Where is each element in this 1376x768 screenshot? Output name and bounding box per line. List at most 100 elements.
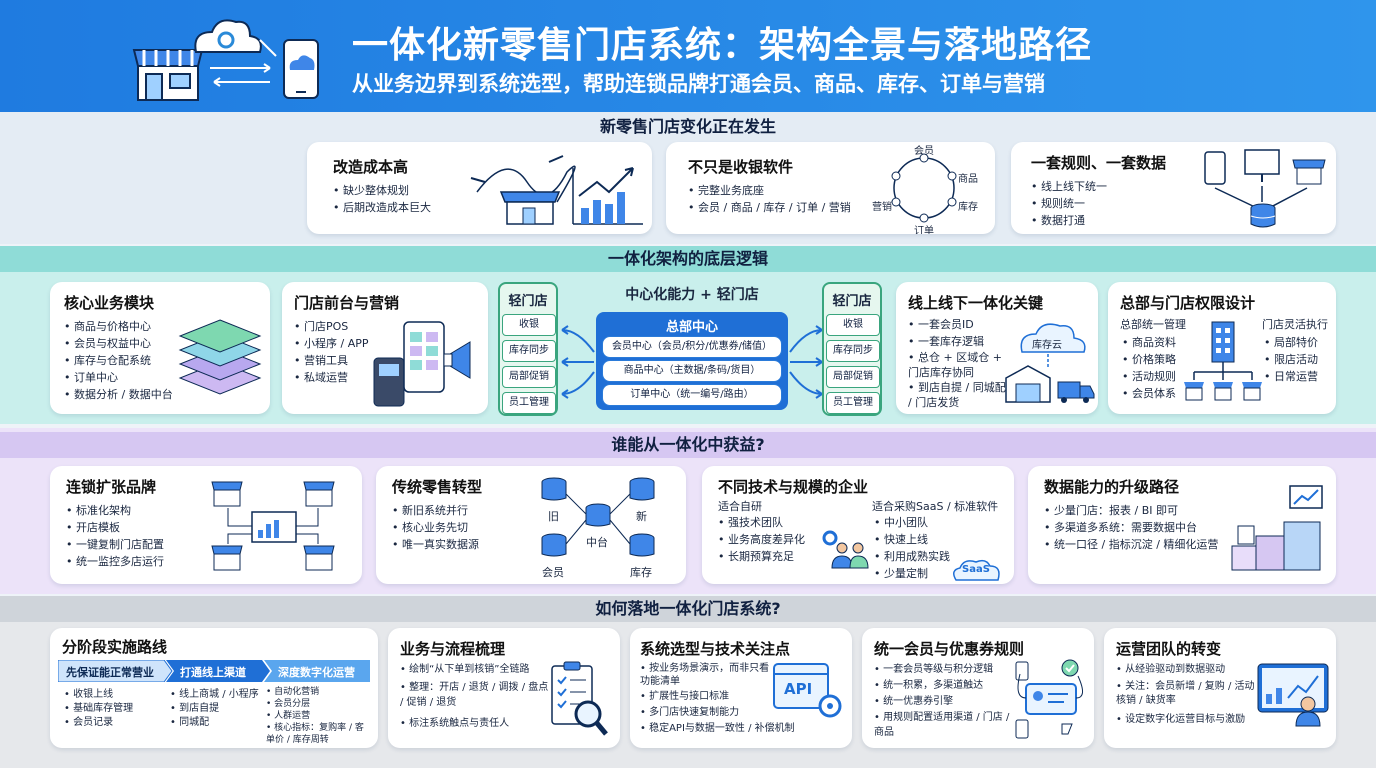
section-title: 一体化架构的底层逻辑 [0, 246, 1376, 272]
ring-label: 营销 [872, 202, 892, 213]
module-ring: 会员 商品 库存 订单 营销 [866, 142, 991, 234]
dashboard-person-icon [1256, 658, 1332, 728]
devices-database-icon [1197, 146, 1331, 230]
db-label: 中台 [586, 536, 608, 549]
ring-label: 库存 [958, 202, 978, 213]
list-item: 价格策略 [1122, 351, 1176, 368]
list-item: 收银上线 [64, 688, 133, 702]
section-title: 新零售门店变化正在发生 [599, 117, 776, 136]
store-item: 局部促销 [502, 366, 556, 388]
member-card-icon [1012, 658, 1090, 744]
store-flex-label: 门店灵活执行 [1262, 318, 1328, 331]
list-item: • 扩展性与接口标准 [640, 691, 730, 702]
list-item: 一套库存逻辑 [908, 333, 984, 350]
ring-label: 会员 [914, 146, 934, 157]
migration-databases-icon: 旧 中台 新 会员 库存 [526, 474, 682, 582]
db-label: 旧 [548, 510, 559, 523]
list-item: 开店模板 [66, 519, 164, 536]
list-item: 标准化架构 [66, 502, 164, 519]
list-item: 完整业务底座 [688, 182, 851, 199]
cloud-gear-icon [194, 19, 262, 53]
list-item: 会员体系 [1122, 385, 1176, 402]
center-architecture: 轻门店 收银 库存同步 局部促销 员工管理 中心化能力 + 轻门店 总部中心 会… [498, 282, 886, 416]
card-title: 分阶段实施路线 [62, 638, 168, 656]
list-item: 商品资料 [1122, 334, 1176, 351]
list-item: 商品与价格中心 [64, 318, 173, 335]
section-title: 如何落地一体化门店系统? [0, 596, 1376, 622]
list-item: 到店自提 [170, 702, 259, 716]
card-tech-scale: 不同技术与规模的企业 适合自研 强技术团队 业务高度差异化 长期预算充足 适合采… [702, 466, 1014, 584]
list-item: • 按业务场景演示，而非只看功能清单 [640, 663, 770, 687]
list-item: 后期改造成本巨大 [333, 199, 431, 216]
list-item: 缺少整体规划 [333, 182, 431, 199]
list-item: 限店活动 [1264, 351, 1318, 368]
list-item: 唯一真实数据源 [392, 536, 479, 553]
card-phases: 分阶段实施路线 先保证能正常营业 打通线上渠道 深度数字化运营 收银上线 基础库… [50, 628, 378, 748]
db-label: 库存 [630, 566, 652, 579]
light-store-right: 轻门店 收银 库存同步 局部促销 员工管理 [822, 282, 882, 416]
list-item: 活动规则 [1122, 368, 1176, 385]
list-item: 统一监控多店运行 [66, 553, 164, 570]
list-item: 少量定制 [874, 565, 950, 582]
list-item: 中小团队 [874, 514, 950, 531]
checklist-magnifier-icon [546, 658, 612, 744]
card-traditional: 传统零售转型 新旧系统并行 核心业务先切 唯一真实数据源 旧 中台 新 会员 库… [376, 466, 686, 584]
page-title: 一体化新零售门店系统：架构全景与落地路径 [352, 25, 1093, 66]
card-chain-brand: 连锁扩张品牌 标准化架构 开店模板 一键复制门店配置 统一监控多店运行 [50, 466, 362, 584]
center-title: 中心化能力 + 轻门店 [625, 287, 759, 303]
section-architecture: 一体化架构的底层逻辑 核心业务模块 商品与价格中心 会员与权益中心 库存与仓配系… [0, 246, 1376, 424]
list-item: 同城配 [170, 716, 259, 730]
card-title: 线上线下一体化关键 [908, 294, 1044, 312]
store-label: 轻门店 [832, 294, 872, 309]
list-item: • 稳定API与数据一致性 / 补偿机制 [640, 723, 795, 734]
list-item: 一键复制门店配置 [66, 536, 164, 553]
list-item: • 标注系统触点与责任人 [400, 718, 510, 729]
section-implementation: 如何落地一体化门店系统? 分阶段实施路线 先保证能正常营业 打通线上渠道 深度数… [0, 596, 1376, 768]
hq-center: 总部中心 会员中心（会员/积分/优惠券/储值） 商品中心（主数据/条码/货目） … [596, 312, 788, 410]
list-item: 日常运营 [1264, 368, 1318, 385]
list-item: • 用规则配置适用渠道 / 门店 / 商品 [874, 712, 1010, 738]
store-item: 员工管理 [826, 392, 880, 414]
phase-arrows: 先保证能正常营业 打通线上渠道 深度数字化运营 [58, 660, 370, 682]
api-text: API [784, 680, 813, 698]
pos-phone-megaphone-icon [370, 318, 484, 410]
list-item: • 核心指标：复购率 / 客单价 / 库存周转 [266, 723, 364, 745]
list-item: 少量门店：报表 / BI 即可 [1044, 502, 1218, 519]
list-item: 会员记录 [64, 716, 133, 730]
list-item: 线上线下统一 [1031, 178, 1107, 195]
ring-label: 商品 [958, 174, 978, 185]
card-title: 业务与流程梳理 [400, 640, 506, 658]
list-item: 新旧系统并行 [392, 502, 479, 519]
section-beneficiaries: 谁能从一体化中获益? 连锁扩张品牌 标准化架构 开店模板 一键复制门店配置 统一… [0, 428, 1376, 594]
tangled-store-icon [467, 152, 647, 228]
phase-step: 先保证能正常营业 [66, 666, 154, 679]
list-item: 基础库存管理 [64, 702, 133, 716]
card-title: 运营团队的转变 [1116, 640, 1222, 658]
list-item: 私域运营 [294, 369, 369, 386]
phase-step: 深度数字化运营 [278, 666, 355, 679]
list-item: • 从经验驱动到数据驱动 [1116, 664, 1226, 675]
list-item: 一套会员等级与积分逻辑 [874, 662, 993, 678]
card-title: 改造成本高 [333, 158, 409, 176]
list-item: 规则统一 [1031, 195, 1107, 212]
store-item: 库存同步 [826, 340, 880, 362]
page-subtitle: 从业务边界到系统选型，帮助连锁品牌打通会员、商品、库存、订单与营销 [352, 72, 1045, 96]
list-item: • 到店自提 / 同城配 / 门店发货 [908, 381, 1006, 409]
card-cost: 改造成本高 缺少整体规划 后期改造成本巨大 [307, 142, 652, 234]
card-not-just-pos: 不只是收银软件 完整业务底座 会员 / 商品 / 库存 / 订单 / 营销 会员… [666, 142, 995, 234]
db-label: 新 [636, 510, 647, 523]
saas-label: 适合采购SaaS / 标准软件 [872, 500, 999, 513]
list-item: 快速上线 [874, 531, 950, 548]
list-item: 核心业务先切 [392, 519, 479, 536]
card-process: 业务与流程梳理 • 绘制“从下单到核销”全链路 • 整理：开店 / 退货 / 调… [388, 628, 620, 748]
card-title: 门店前台与营销 [294, 294, 400, 312]
card-title: 连锁扩张品牌 [66, 478, 157, 496]
saas-cloud-icon: SaaS [950, 558, 1002, 582]
list-item: • 多门店快速复制能力 [640, 707, 740, 718]
list-item: 自动化营销 [266, 686, 319, 698]
store-icon [132, 49, 204, 101]
store-network-icon [204, 476, 356, 580]
phase-step: 打通线上渠道 [180, 666, 246, 679]
card-title: 系统选型与技术关注点 [640, 640, 791, 658]
list-item: 线上商城 / 小程序 [170, 688, 259, 702]
